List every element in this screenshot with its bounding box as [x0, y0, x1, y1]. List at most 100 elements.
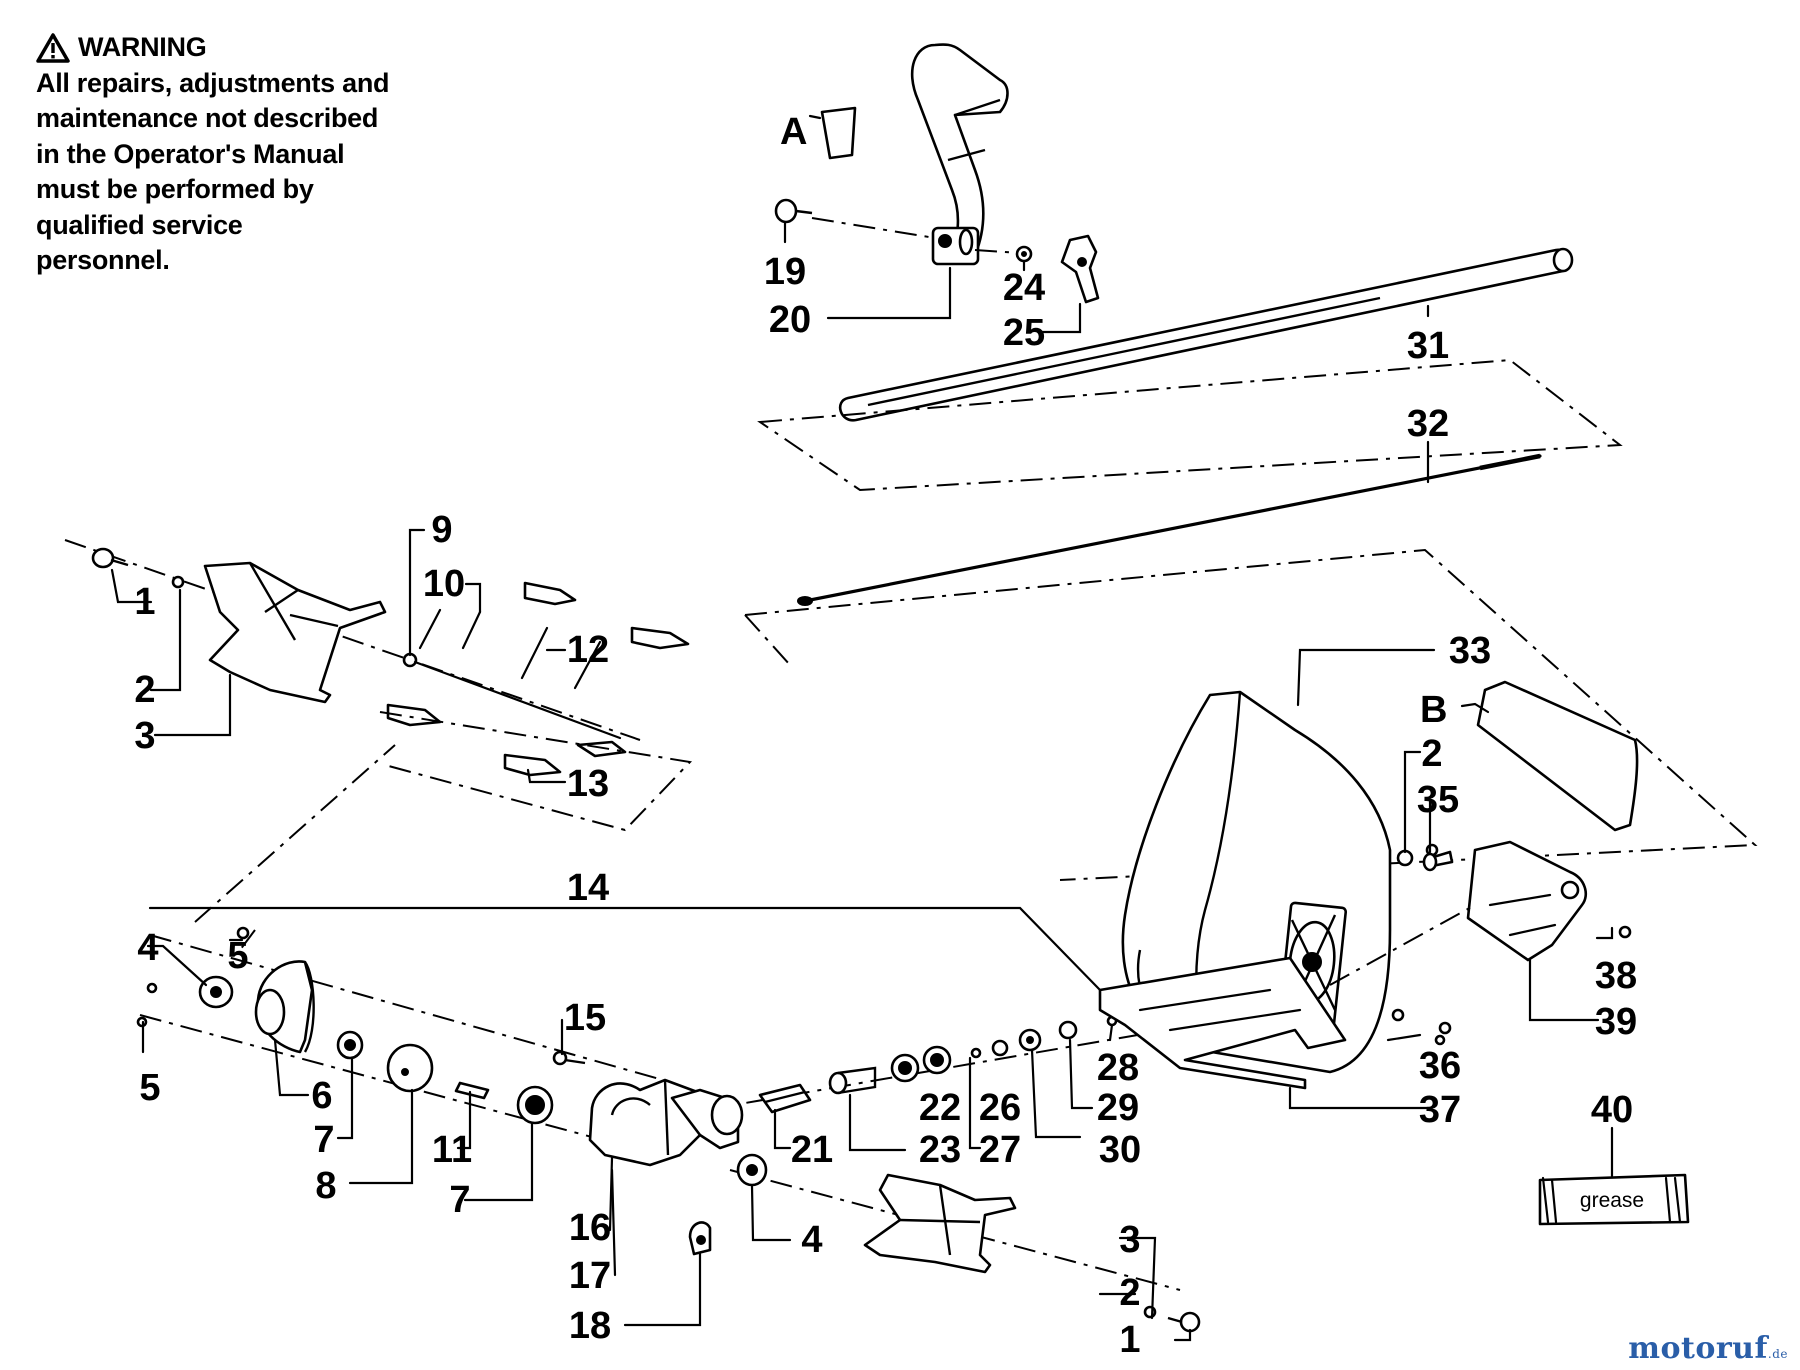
bolt-1-lower	[1167, 1311, 1201, 1333]
bolt-19	[774, 198, 813, 224]
screw-5-c	[236, 926, 250, 940]
label-b: B	[1420, 689, 1447, 731]
watermark-tld: .de	[1767, 1347, 1788, 1361]
deflector-3-upper	[203, 561, 387, 704]
bearing-4-right	[736, 1153, 768, 1187]
label-3-lower: 3	[1119, 1219, 1140, 1261]
label-6: 6	[311, 1075, 332, 1117]
bracket-39	[1466, 840, 1587, 962]
screw-5-a	[146, 982, 158, 994]
label-17: 17	[569, 1255, 611, 1297]
label-7-b: 7	[449, 1179, 470, 1221]
warning-title: WARNING	[78, 32, 207, 62]
warning-title-row: WARNING	[36, 30, 506, 66]
knob-25	[1060, 234, 1100, 304]
label-27: 27	[979, 1129, 1021, 1171]
warning-line-1: All repairs, adjustments and	[36, 67, 390, 98]
washer-29	[1058, 1020, 1078, 1040]
shaft-23	[828, 1066, 877, 1095]
plane-left-upper	[379, 711, 693, 832]
label-36: 36	[1419, 1045, 1461, 1087]
plane-32-edge	[744, 614, 791, 666]
housing-6	[254, 960, 315, 1054]
bearing-4-left	[198, 975, 234, 1009]
label-5-lower: 5	[139, 1067, 160, 1109]
gear-8	[386, 1043, 434, 1093]
label-25: 25	[1003, 312, 1045, 354]
washer-2-lower	[1143, 1305, 1157, 1319]
label-1-lower: 1	[1119, 1319, 1140, 1361]
leader-lines	[110, 114, 1614, 1342]
label-a: A	[780, 111, 807, 153]
gearbox-body	[670, 1088, 744, 1150]
grease-label: grease	[1580, 1189, 1644, 1212]
washer-27	[970, 1047, 982, 1059]
label-14: 14	[567, 867, 609, 909]
bolt-35	[1422, 850, 1454, 872]
label-8: 8	[315, 1165, 336, 1207]
base-plate-37	[1098, 956, 1347, 1090]
label-28: 28	[1097, 1047, 1139, 1089]
axis-main-5	[239, 929, 256, 951]
axis-main-2	[139, 1014, 641, 1151]
label-15: 15	[564, 997, 606, 1039]
deflector-b	[1476, 680, 1639, 832]
label-5-upper: 5	[227, 935, 248, 977]
clips-10-13	[386, 581, 690, 777]
axis-20-24	[974, 249, 1021, 254]
nut-26	[991, 1039, 1009, 1057]
axis-left-upper	[64, 539, 641, 741]
axis-main-4	[729, 1169, 1181, 1291]
label-7-a: 7	[313, 1119, 334, 1161]
warning-line-2: maintenance not described	[36, 103, 379, 133]
label-16: 16	[569, 1207, 611, 1249]
label-38: 38	[1595, 955, 1637, 997]
bearing-7-a	[336, 1030, 364, 1060]
part-labels: A B 19 20 24 25 31 32 33 2 35 38 39 36 3…	[134, 111, 1637, 1361]
label-1-upper: 1	[134, 581, 155, 623]
washer-2-upper	[171, 575, 185, 589]
axis-main-1	[149, 934, 671, 1083]
label-2-upper: 2	[134, 669, 155, 711]
axis-19-20	[811, 217, 936, 239]
label-18: 18	[569, 1305, 611, 1347]
label-9: 9	[431, 509, 452, 551]
fitting-18	[688, 1221, 712, 1256]
label-20: 20	[769, 299, 811, 341]
label-24: 24	[1003, 267, 1045, 309]
watermark: motoruf.de	[1628, 1331, 1788, 1366]
handle-assembly	[910, 43, 1009, 266]
label-29: 29	[1097, 1087, 1139, 1129]
clip-a	[820, 106, 857, 160]
label-23: 23	[919, 1129, 961, 1171]
label-21: 21	[791, 1129, 833, 1171]
watermark-text: motoruf	[1628, 1331, 1768, 1366]
label-35: 35	[1417, 779, 1459, 821]
label-2-lower: 2	[1119, 1272, 1140, 1314]
key-11	[454, 1081, 490, 1100]
warning-line-3: in the Operator's Manual	[36, 138, 345, 169]
deflector-3-lower	[863, 1173, 1017, 1274]
label-37: 37	[1419, 1089, 1461, 1131]
label-19: 19	[764, 251, 806, 293]
label-39: 39	[1595, 1001, 1637, 1043]
tube-31	[838, 247, 1574, 422]
bearing-22	[890, 1045, 952, 1083]
grease-tube-40: grease	[1538, 1173, 1690, 1226]
warning-line-5: qualified service	[36, 209, 243, 240]
label-12: 12	[567, 629, 609, 671]
warning-block: WARNING All repairs, adjustments and mai…	[36, 30, 506, 279]
warning-line-6: personnel.	[36, 245, 170, 275]
label-40: 40	[1591, 1089, 1633, 1131]
label-4-right: 4	[801, 1219, 822, 1261]
pin-15	[552, 1050, 586, 1066]
label-30: 30	[1099, 1129, 1141, 1171]
label-10: 10	[423, 563, 465, 605]
washer-24	[1015, 245, 1033, 263]
label-3-upper: 3	[134, 715, 155, 757]
bolt-1-upper	[91, 547, 129, 569]
seal-30	[1018, 1028, 1042, 1052]
label-2-right: 2	[1421, 733, 1442, 775]
label-26: 26	[979, 1087, 1021, 1129]
